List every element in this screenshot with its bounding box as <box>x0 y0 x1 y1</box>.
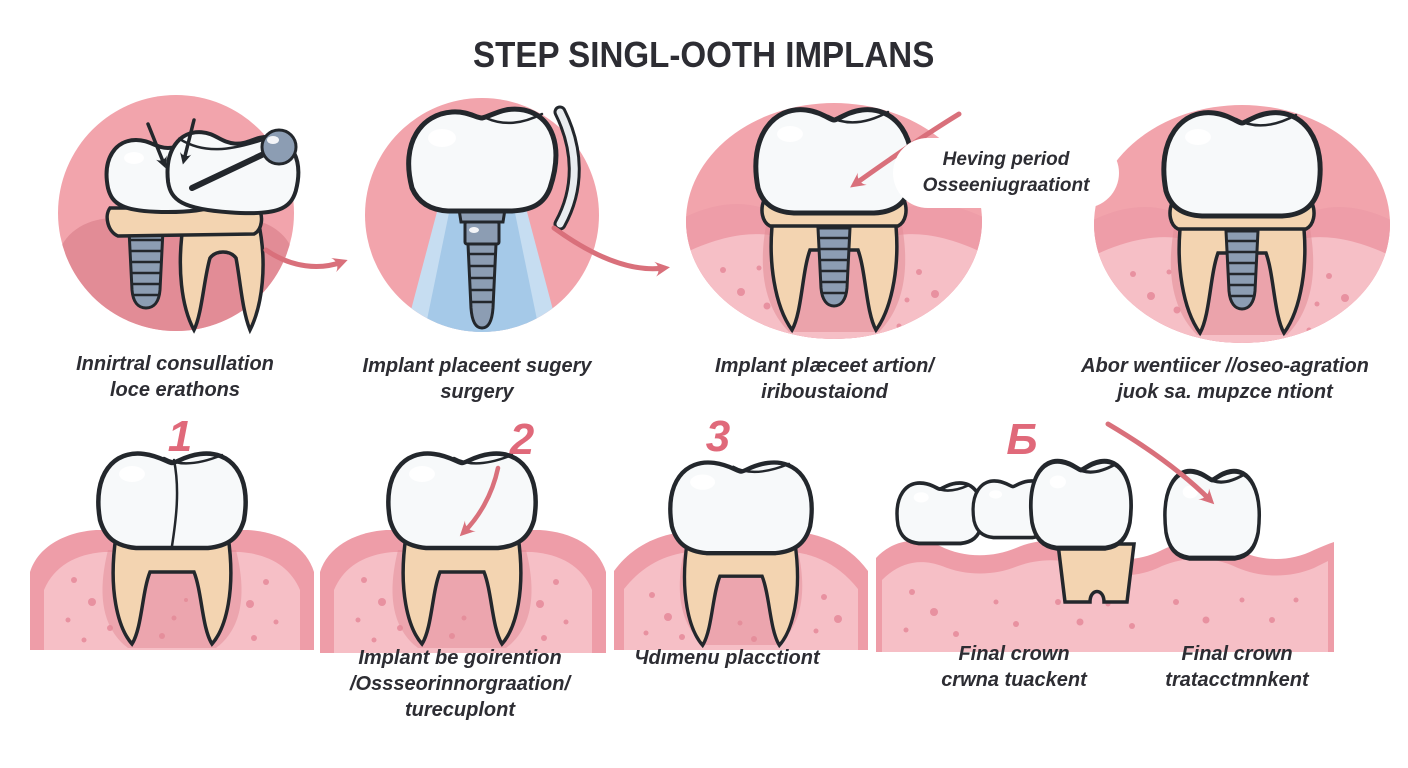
page-title: STEP SINGL-OOTH IMPLANS <box>473 34 935 75</box>
bottom-step3-caption: Чdımenu placctiont <box>634 647 820 669</box>
bottom-step2-caption: Implant be goirention /Ossseorinnorgraat… <box>349 647 571 721</box>
step3-caption: Implant plæceet artion/ iriboustaiond <box>715 355 934 403</box>
implant-screw-icon <box>127 228 165 310</box>
scaler-tool-icon <box>553 105 581 231</box>
bottom5-final-crown-illustration <box>876 452 1334 652</box>
step2-caption: Implant placeent sugery surgery <box>362 355 592 403</box>
bottom3-tooth-illustration <box>614 455 868 650</box>
step4-integrated-illustration <box>1094 105 1390 343</box>
step1-consultation-illustration <box>58 95 301 335</box>
bottom2-tooth-illustration <box>320 448 606 653</box>
pressure-arrows-icon <box>146 118 196 169</box>
step1-caption: Innirtral consullation loce erathons <box>76 353 274 401</box>
step-number-3: 3 <box>705 412 731 461</box>
step-number-1: 1 <box>167 412 193 461</box>
step4-caption: Abor wentiicer //oseo-agration juok sa. … <box>1081 355 1369 403</box>
step-number-5: Б <box>1006 415 1038 464</box>
healing-period-callout: Heving period Osseeniugraationt <box>893 138 1119 208</box>
bottom1-tooth-illustration <box>30 450 314 650</box>
step2-placement-illustration <box>365 98 599 332</box>
final-crown-right-caption: Final crown tratacctmnkent <box>1165 643 1309 691</box>
implant-screw-icon <box>816 226 852 308</box>
final-crown-left-caption: Final crown crwna tuackent <box>941 643 1087 691</box>
step3-healing-illustration <box>686 103 982 339</box>
placement-arrow-icon <box>459 465 501 537</box>
implant-screw-icon <box>1224 229 1260 311</box>
dental-probe-icon <box>189 128 298 191</box>
